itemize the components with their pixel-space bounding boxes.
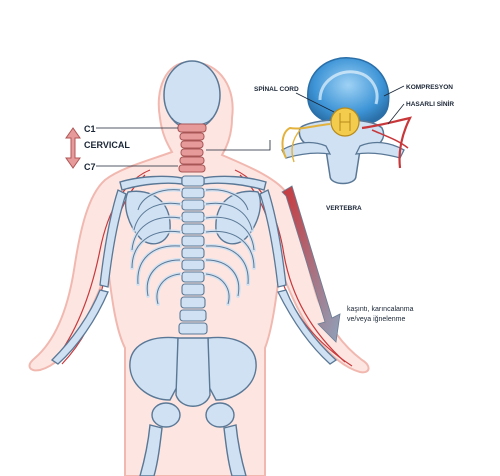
- inset-leader-lines: [206, 85, 405, 151]
- thoracic-lumbar-spine: [178, 175, 208, 335]
- cervical-range-arrow: [65, 127, 81, 169]
- cervical-leader-lines: [96, 127, 178, 167]
- skull: [163, 60, 221, 130]
- c1-label: C1: [84, 124, 96, 134]
- symptom-text-line2: ve/veya iğnelenme: [347, 316, 405, 323]
- arm-bones: [50, 189, 338, 365]
- cervical-label: CERVICAL: [84, 140, 130, 150]
- vertebra-label: VERTEBRA: [326, 205, 362, 212]
- spinal-cord-label: SPİNAL CORD: [254, 85, 299, 93]
- c7-label: C7: [84, 162, 96, 172]
- rib-outlines: [131, 189, 255, 305]
- symptom-arrow: [281, 185, 341, 343]
- pelvis: [129, 336, 257, 476]
- damaged-nerve-label: HASARLI SİNİR: [406, 100, 454, 108]
- damaged-nerve: [361, 116, 413, 169]
- cervical-vertebrae: [177, 123, 207, 173]
- symptom-text-line1: kaşıntı, karıncalanma: [347, 306, 414, 313]
- compression-label: KOMPRESYON: [406, 84, 453, 91]
